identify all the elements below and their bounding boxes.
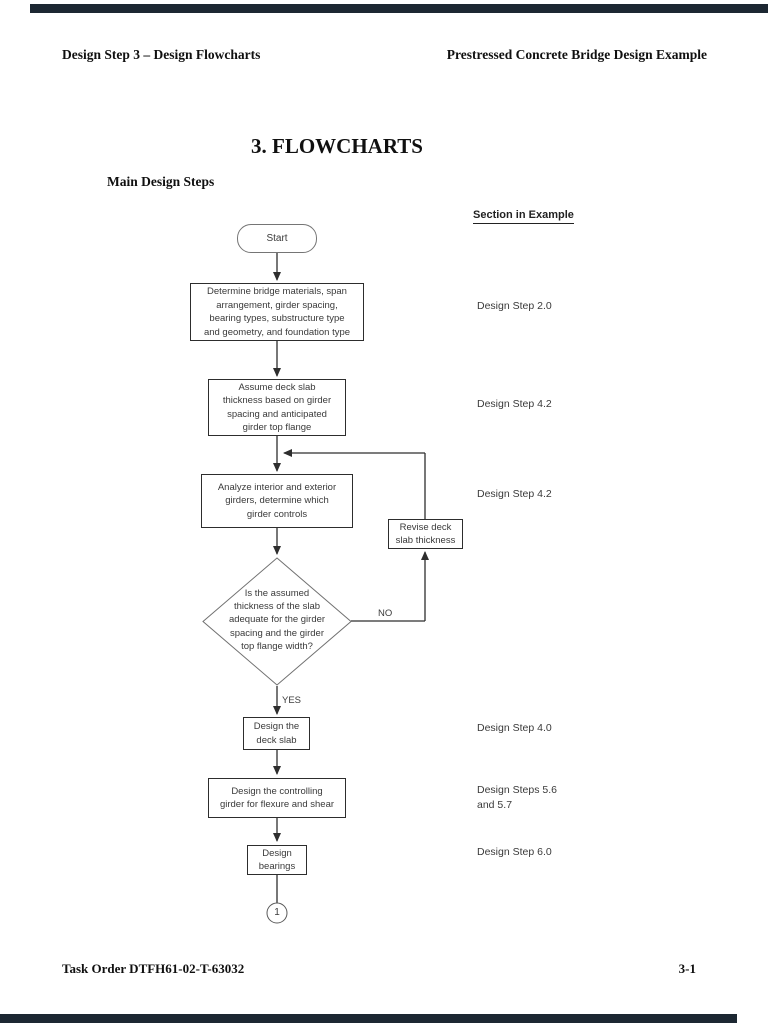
flowchart-node-design-deck-slab: Design the deck slab [243,717,310,750]
flowchart-node-assume-deck-slab: Assume deck slab thickness based on gird… [208,379,346,436]
decision-yes-label: YES [282,695,302,706]
decision-no-label: NO [378,608,393,619]
flowchart-decision-text: Is the assumed thickness of the slab ade… [228,588,326,652]
flowchart-node-determine-bridge: Determine bridge materials, span arrange… [190,283,364,341]
column-header: Section in Example [473,209,574,224]
flowchart-node-revise-deck-slab: Revise deck slab thickness [388,519,463,549]
flowchart-node-design-controlling-girder: Design the controlling girder for flexur… [208,778,346,818]
footer-task-order: Task Order DTFH61-02-T-63032 [62,961,245,976]
section-subtitle: Main Design Steps [107,174,215,189]
viewer-top-bar [30,4,768,13]
flowchart-node-start: Start [237,224,317,253]
flowchart-node-design-bearings: Design bearings [247,845,307,875]
page-title: 3. FLOWCHARTS [251,134,423,158]
section-ref-design-steps-5-6-5-7: Design Steps 5.6 and 5.7 [477,784,557,811]
section-ref-design-step-6-0: Design Step 6.0 [477,846,552,858]
flowchart-node-analyze-girders: Analyze interior and exterior girders, d… [201,474,353,528]
off-page-connector-label: 1 [274,907,280,919]
section-ref-design-step-4-2a: Design Step 4.2 [477,398,552,410]
section-ref-design-step-4-0: Design Step 4.0 [477,722,552,734]
header-right: Prestressed Concrete Bridge Design Examp… [446,47,707,62]
footer-page-number: 3-1 [678,961,696,976]
section-ref-design-step-4-2b: Design Step 4.2 [477,488,552,500]
header-left: Design Step 3 – Design Flowcharts [62,47,261,62]
viewer-bottom-bar [0,1014,737,1023]
section-ref-design-step-2-0: Design Step 2.0 [477,300,552,312]
